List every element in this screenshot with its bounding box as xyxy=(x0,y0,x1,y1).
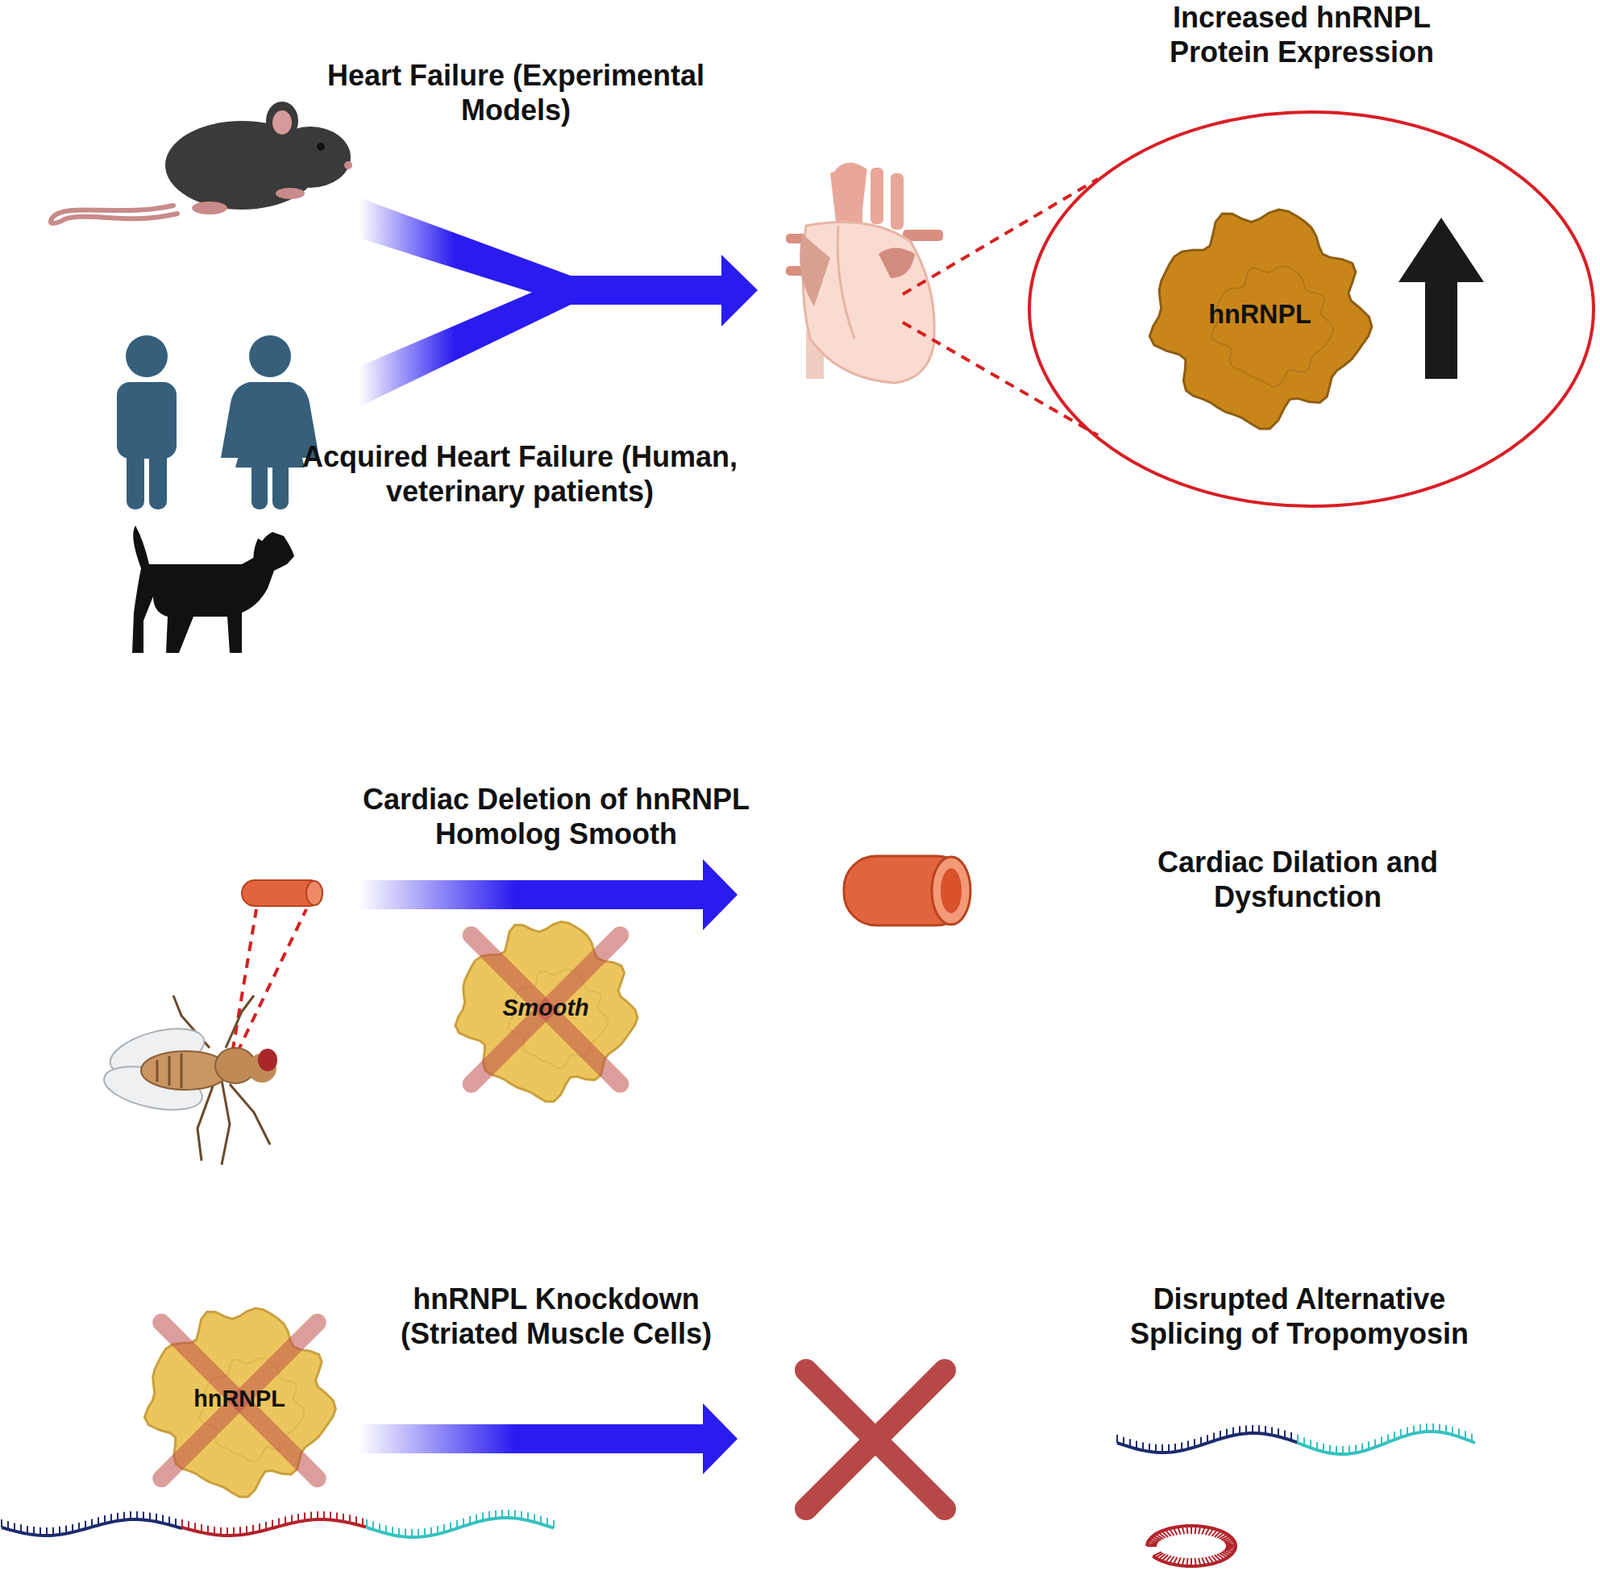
fly-illustration xyxy=(99,995,278,1165)
protein-name: hnRNPL xyxy=(1147,299,1373,330)
leader-line xyxy=(902,178,1098,295)
callout-ellipse: Increased hnRNPL Protein Expression hnRNP… xyxy=(1027,0,1596,508)
caption-label: Disrupted Alternative Splicing of Tropom… xyxy=(1109,1281,1489,1351)
node-heading: Increased hnRNPL Protein Expression xyxy=(1124,0,1480,70)
leader-line xyxy=(229,909,257,1069)
merge-arrow xyxy=(358,197,758,408)
caption-label: Acquired Heart Failure (Human, veterinar… xyxy=(286,439,754,509)
leader-line xyxy=(229,909,307,1069)
caption-label: hnRNPL Knockdown (Striated Muscle Cells) xyxy=(370,1281,742,1351)
dog-icon xyxy=(132,525,295,653)
protein-blob: Smooth xyxy=(452,918,639,1101)
protein-name: hnRNPL xyxy=(142,1385,337,1413)
protein-name: Smooth xyxy=(452,994,639,1022)
caption-label: Cardiac Deletion of hnRNPL Homolog Smoot… xyxy=(338,781,774,852)
increase-arrow xyxy=(1398,217,1484,379)
human-icons xyxy=(116,335,320,510)
heart-tube-small xyxy=(241,880,323,906)
heart-illustration xyxy=(785,167,944,383)
caption-label: Cardiac Dilation and Dysfunction xyxy=(1128,844,1468,915)
heart-tube-dilated xyxy=(843,856,971,926)
protein-blob: hnRNPL xyxy=(142,1305,337,1496)
mouse-icon xyxy=(50,101,353,224)
process-arrow xyxy=(358,1403,738,1475)
process-arrow xyxy=(358,859,738,931)
block-cross xyxy=(806,1370,945,1509)
leader-line xyxy=(902,322,1098,436)
caption-label: Heart Failure (Experimental Models) xyxy=(326,58,706,128)
protein-blob: hnRNPL xyxy=(1147,207,1373,426)
